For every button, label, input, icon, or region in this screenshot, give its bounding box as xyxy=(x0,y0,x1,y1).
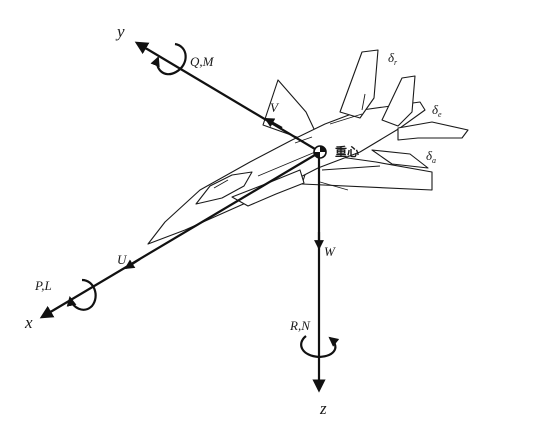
yaw-label: R,N xyxy=(289,318,311,333)
center-of-gravity-marker xyxy=(313,145,327,159)
fuselage-panel-lines xyxy=(257,93,366,177)
x-axis-line xyxy=(39,151,321,319)
rudder-deflection-label: δr xyxy=(388,50,398,67)
pitch-label: Q,M xyxy=(190,54,215,69)
x-axis-label: x xyxy=(24,313,33,332)
body-axes xyxy=(39,41,326,393)
wing-root-line xyxy=(319,165,381,191)
u-velocity-arrow xyxy=(124,258,141,270)
center-of-gravity-label: 重心 xyxy=(335,144,359,159)
aileron-surface xyxy=(371,149,429,169)
vertical-tail-right xyxy=(381,75,416,127)
v-velocity-arrow xyxy=(264,118,283,129)
cockpit-canopy xyxy=(195,171,253,205)
roll-rotation-symbol xyxy=(66,278,97,311)
w-label: W xyxy=(324,244,336,259)
u-label: U xyxy=(117,252,128,267)
horizontal-stabilizer xyxy=(397,121,469,141)
aileron-deflection-label: δa xyxy=(426,148,436,165)
canopy-frame xyxy=(213,179,229,189)
pitch-rotation-symbol xyxy=(150,42,187,76)
roll-label: P,L xyxy=(34,278,52,293)
z-axis-label: z xyxy=(319,399,327,418)
y-axis-label: y xyxy=(115,22,125,41)
y-axis-line xyxy=(134,41,321,153)
v-label: V xyxy=(270,100,280,115)
yaw-rotation-symbol xyxy=(300,335,340,359)
elevator-deflection-label: δe xyxy=(432,102,442,119)
vertical-tail-left xyxy=(339,49,379,119)
